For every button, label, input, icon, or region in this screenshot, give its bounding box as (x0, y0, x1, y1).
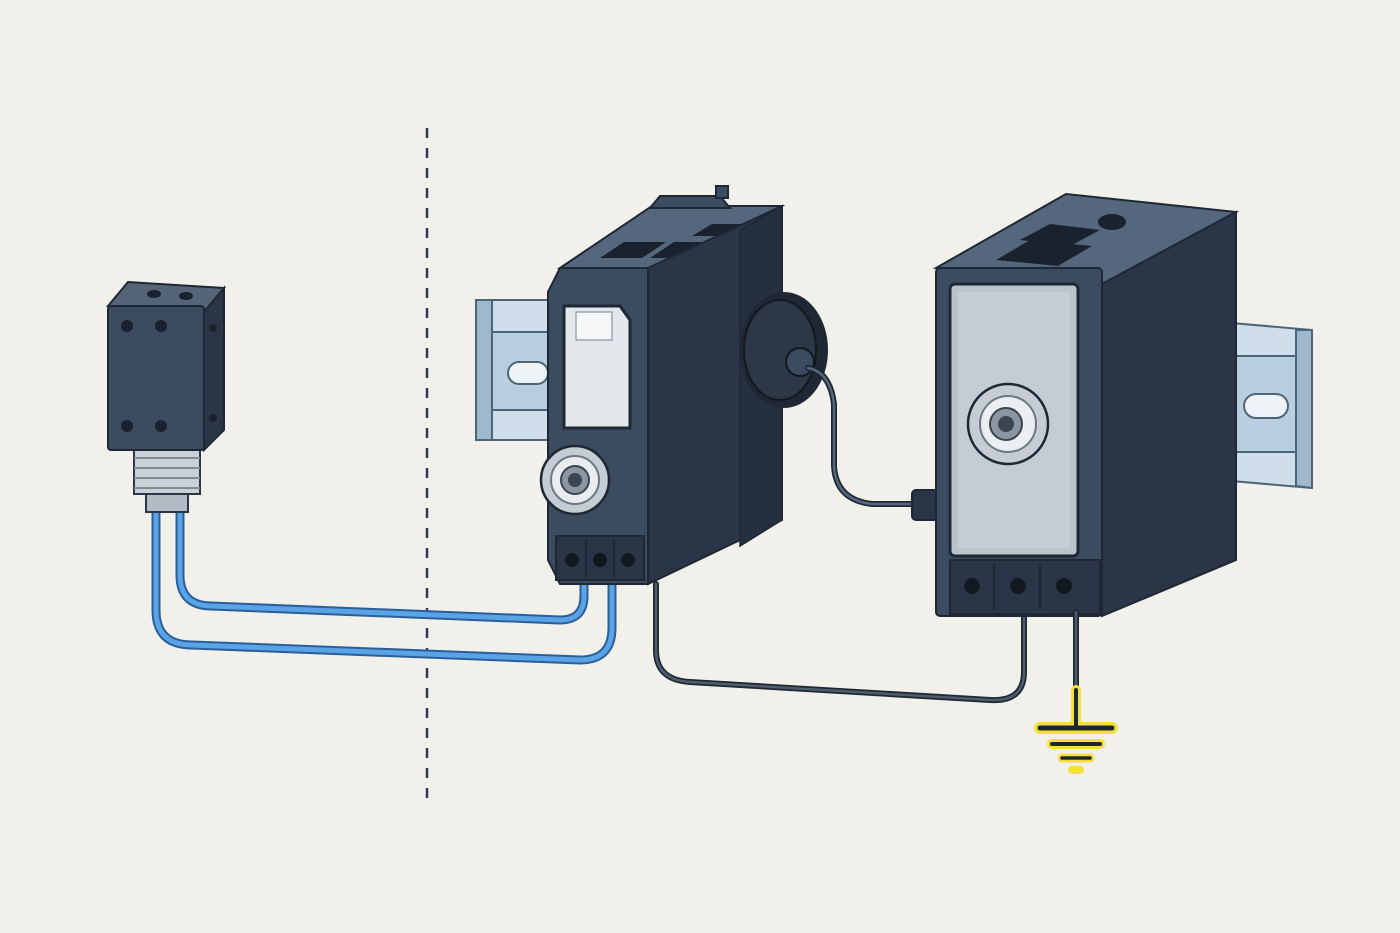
shielded-connector-icon (740, 292, 828, 408)
din-rail-right (1219, 320, 1313, 490)
amplifier-cable-gland (966, 382, 1050, 466)
barrier-cable-gland (539, 444, 611, 516)
amplifier-module-icon (932, 192, 1240, 618)
shielded-cable (805, 365, 939, 521)
barrier-module-icon (539, 185, 786, 586)
bottom-terminal-wire (653, 581, 1027, 704)
sensor-icon (105, 280, 227, 513)
twin-blue-cable (151, 507, 617, 665)
ground-icon (1034, 685, 1118, 774)
